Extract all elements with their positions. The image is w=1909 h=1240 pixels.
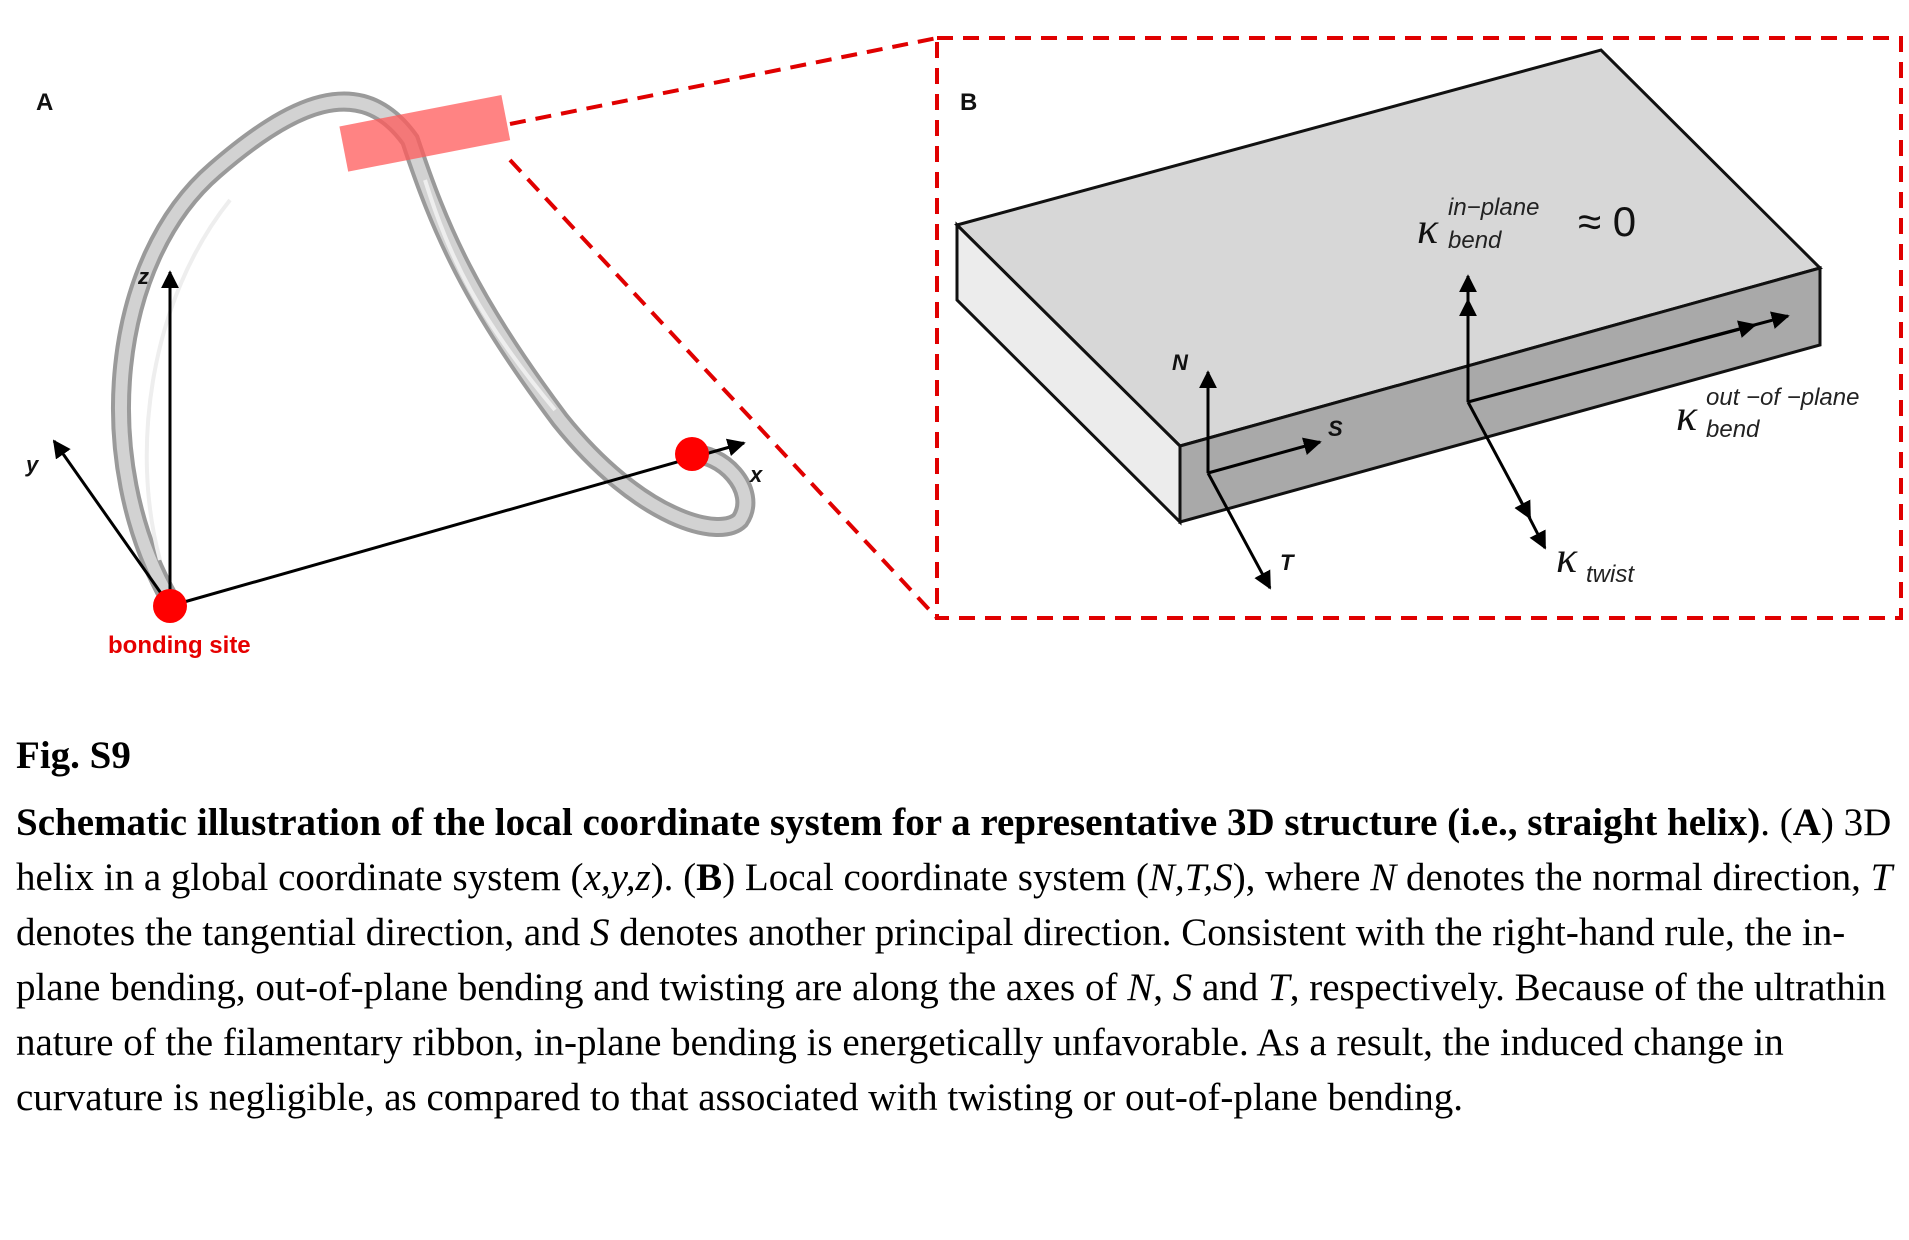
- caption-panel-b-ref: B: [696, 856, 723, 899]
- y-axis-label: y: [25, 452, 40, 477]
- caption-run: and: [1192, 966, 1269, 1009]
- y-axis: [52, 439, 172, 607]
- figure-caption: Fig. S9 Schematic illustration of the lo…: [16, 728, 1896, 1125]
- kappa-outplane-sub: bend: [1706, 416, 1760, 443]
- kappa-outplane-symbol: κ: [1676, 391, 1698, 440]
- bonding-site-label: bonding site: [108, 632, 251, 659]
- caption-title: Schematic illustration of the local coor…: [16, 801, 1761, 844]
- caption-run: ) 3D helix in a global coordinate system…: [16, 801, 1892, 899]
- kappa-inplane-sup: in−plane: [1448, 194, 1539, 221]
- helix-ribbon: [111, 91, 756, 610]
- kappa-inplane-value: ≈ 0: [1578, 198, 1636, 245]
- kappa-outplane-sup: out −of −plane: [1706, 384, 1859, 411]
- caption-text: Schematic illustration of the local coor…: [16, 795, 1896, 1125]
- figure: A z y x bonding site B N S T: [25, 36, 1903, 659]
- s-axis: [1207, 437, 1322, 475]
- ribbon-slab: [954, 48, 1823, 526]
- caption-run: ), where: [1232, 856, 1371, 899]
- caption-panel-a-ref: A: [1792, 801, 1821, 844]
- caption-math: N,T,S: [1148, 856, 1233, 899]
- s-axis-label: S: [1328, 416, 1343, 441]
- panel-a-label: A: [36, 89, 53, 116]
- panel-b-frame: [935, 36, 1903, 620]
- bonding-site-marker: [153, 589, 187, 623]
- kappa-inplane-sub: bend: [1448, 227, 1502, 254]
- caption-math: x,y,z: [583, 856, 651, 899]
- highlight-region: [339, 94, 511, 172]
- figure-label: Fig. S9: [16, 734, 131, 777]
- t-axis: [1206, 472, 1272, 590]
- curvature-axes: [1459, 274, 1790, 550]
- caption-run: . (: [1760, 801, 1793, 844]
- caption-math: S: [1172, 966, 1193, 1009]
- caption-run: denotes the tangential direction, and: [16, 911, 590, 954]
- caption-math: T: [1268, 966, 1290, 1009]
- x-axis: [169, 438, 746, 608]
- z-axis-label: z: [137, 264, 149, 289]
- local-axes: [1199, 370, 1322, 590]
- caption-run: ). (: [650, 856, 697, 899]
- caption-run: denotes the normal direction,: [1396, 856, 1871, 899]
- caption-math: T: [1870, 856, 1893, 899]
- caption-run: ) Local coordinate system (: [722, 856, 1149, 899]
- x-axis-label: x: [749, 462, 763, 487]
- caption-run: , respectively. Because of the ultrathin…: [16, 966, 1887, 1119]
- twist-axis-double: [1510, 483, 1547, 550]
- caption-math: N: [1127, 966, 1154, 1009]
- global-axes: [52, 270, 746, 608]
- zoom-connector: [508, 36, 1903, 620]
- n-axis-label: N: [1172, 350, 1189, 375]
- caption-math: S: [589, 911, 610, 954]
- slab-front-face: [1178, 266, 1822, 524]
- caption-math: N: [1370, 856, 1397, 899]
- end-marker: [675, 437, 709, 471]
- t-axis-label: T: [1280, 550, 1295, 575]
- kappa-twist-symbol: κ: [1556, 533, 1578, 582]
- outplane-axis-double: [1689, 311, 1790, 344]
- kappa-twist-sub: twist: [1586, 561, 1635, 588]
- figure-canvas: A z y x bonding site B N S T: [25, 36, 1903, 659]
- caption-run: ,: [1153, 966, 1173, 1009]
- kappa-inplane-symbol: κ: [1417, 204, 1439, 253]
- panel-b-label: B: [960, 89, 977, 116]
- caption-run: denotes another principal direction. Con…: [16, 911, 1846, 1009]
